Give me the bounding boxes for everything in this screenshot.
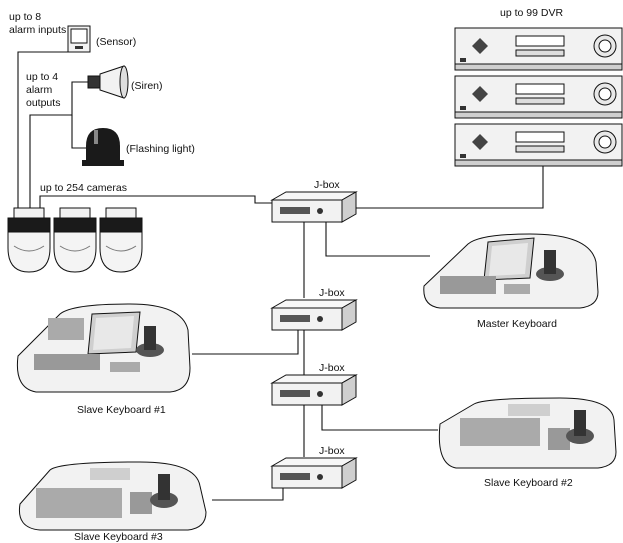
camera-group xyxy=(7,207,143,273)
jbox-3-label: J-box xyxy=(319,362,345,374)
alarm-outputs-label-line3: outputs xyxy=(26,97,60,109)
siren-device xyxy=(87,65,129,99)
jbox-1-label: J-box xyxy=(314,179,340,191)
slave-keyboard-2-label: Slave Keyboard #2 xyxy=(484,477,573,489)
jbox-4-label: J-box xyxy=(319,445,345,457)
wire-flashing-light xyxy=(71,115,86,149)
dvr-unit xyxy=(454,75,623,119)
dvr-unit xyxy=(454,123,623,167)
dome-camera xyxy=(7,207,51,273)
sensor-label: (Sensor) xyxy=(96,36,136,48)
slave-keyboard-3-label: Slave Keyboard #3 xyxy=(74,531,163,543)
wire-jbox-3-to-slave-2 xyxy=(321,405,438,431)
master-keyboard-device xyxy=(423,233,599,309)
dvr-label: up to 99 DVR xyxy=(500,7,563,19)
cameras-label: up to 254 cameras xyxy=(40,182,127,194)
alarm-outputs-label-line1: up to 4 xyxy=(26,71,58,83)
dome-camera xyxy=(99,207,143,273)
jbox-3 xyxy=(270,374,358,406)
siren-label: (Siren) xyxy=(131,80,163,92)
wire-jbox-1-to-dvr xyxy=(356,160,544,209)
dvr-stack xyxy=(454,27,623,167)
slave-keyboard-1-device xyxy=(16,303,191,393)
dome-camera xyxy=(53,207,97,273)
slave-keyboard-2-device xyxy=(438,397,617,469)
wire-cameras-to-jbox-1 xyxy=(39,195,272,210)
alarm-inputs-label-line1: up to 8 xyxy=(9,11,41,23)
wire-jbox-2-to-slave-1 xyxy=(192,330,299,355)
slave-keyboard-3-device xyxy=(18,461,207,531)
flashing-light-label: (Flashing light) xyxy=(126,143,195,155)
jbox-4 xyxy=(270,457,358,489)
jbox-2 xyxy=(270,299,358,331)
jbox-1 xyxy=(270,191,358,223)
alarm-inputs-label-line2: alarm inputs xyxy=(9,24,66,36)
slave-keyboard-1-label: Slave Keyboard #1 xyxy=(77,404,166,416)
jbox-2-label: J-box xyxy=(319,287,345,299)
master-keyboard-label: Master Keyboard xyxy=(477,318,557,330)
wire-jbox-1-to-master-keyboard xyxy=(325,222,430,257)
flashing-light-device xyxy=(82,128,124,166)
labels: up to 8 alarm inputs (Sensor) up to 4 al… xyxy=(9,7,573,543)
sensor-device xyxy=(67,25,91,53)
dvr-unit xyxy=(454,27,623,71)
alarm-outputs-label-line2: alarm xyxy=(26,84,53,96)
